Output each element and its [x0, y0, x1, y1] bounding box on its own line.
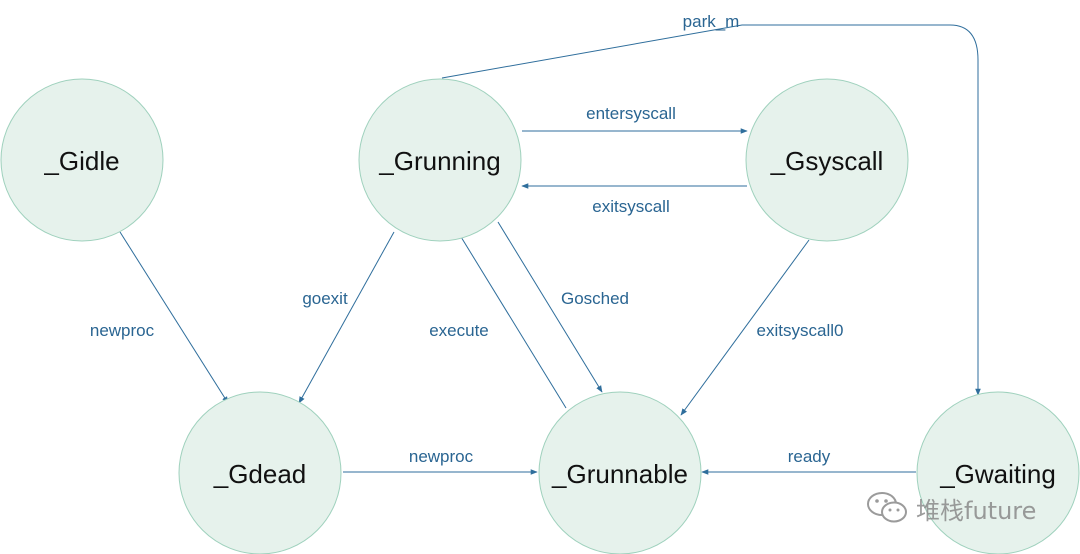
- node-label-gwaiting: _Gwaiting: [939, 459, 1056, 489]
- watermark-text: 堆栈future: [916, 496, 1037, 525]
- edge-label-newproc-dead: newproc: [409, 447, 474, 466]
- edge-gosched: [497, 221, 603, 393]
- edge-goexit: [298, 231, 395, 404]
- edge-label-newproc-idle: newproc: [90, 321, 155, 340]
- node-grunning: _Grunning: [358, 78, 522, 242]
- edge-label-exitsyscall: exitsyscall: [592, 197, 669, 216]
- edge-label-ready: ready: [788, 447, 831, 466]
- node-gdead: _Gdead: [178, 391, 342, 554]
- node-label-gdead: _Gdead: [213, 459, 307, 489]
- edge-label-gosched: Gosched: [561, 289, 629, 308]
- wechat-icon: [867, 492, 907, 523]
- node-gwaiting: _Gwaiting: [916, 391, 1080, 554]
- node-label-grunning: _Grunning: [378, 146, 500, 176]
- node-label-grunnable: _Grunnable: [551, 459, 688, 489]
- edge-label-entersyscall: entersyscall: [586, 104, 676, 123]
- edge-label-goexit: goexit: [302, 289, 348, 308]
- edges: [119, 24, 981, 475]
- watermark: 堆栈future: [866, 490, 1036, 526]
- node-label-gsyscall: _Gsyscall: [770, 146, 884, 176]
- edge-label-execute: execute: [429, 321, 489, 340]
- node-label-gidle: _Gidle: [43, 146, 119, 176]
- edge-newproc-idle: [119, 231, 229, 404]
- edge-label-park-m: park_m: [683, 12, 740, 31]
- node-grunnable: _Grunnable: [538, 391, 702, 554]
- nodes: _Gidle _Grunning _Gsyscall _Gdead _Grunn…: [0, 78, 1080, 554]
- edge-label-exitsyscall0: exitsyscall0: [757, 321, 844, 340]
- edge-exitsyscall0: [680, 239, 810, 416]
- edge-labels: park_m entersyscall exitsyscall goexit n…: [90, 12, 844, 466]
- node-gsyscall: _Gsyscall: [745, 78, 909, 242]
- node-gidle: _Gidle: [0, 78, 164, 242]
- edge-execute: [457, 231, 567, 409]
- edge-park-m: [441, 24, 981, 396]
